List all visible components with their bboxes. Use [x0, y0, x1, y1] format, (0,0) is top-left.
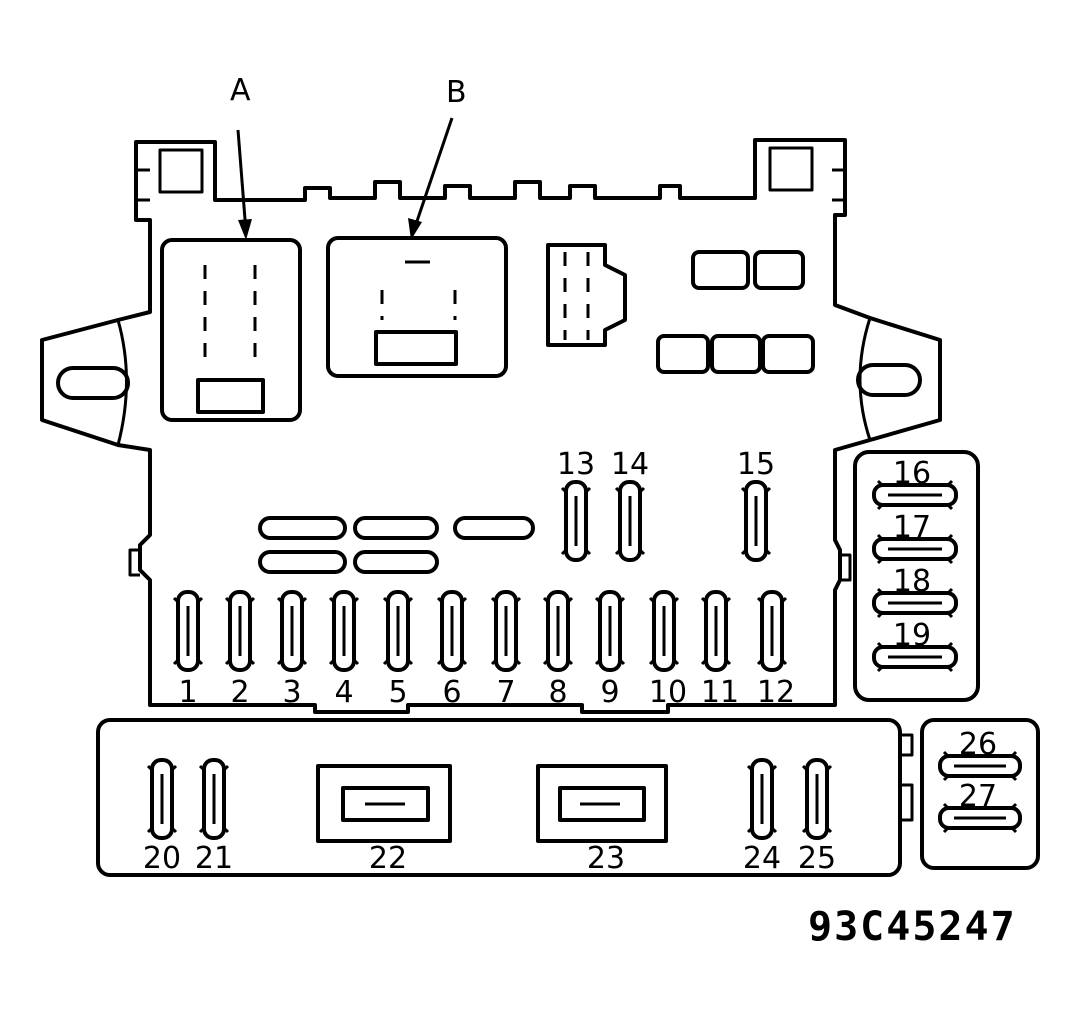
fuse-24: [746, 758, 778, 840]
figure-code: 93C45247: [808, 904, 1017, 950]
fuse-label-15: 15: [737, 447, 775, 482]
fuse-label-18: 18: [893, 564, 931, 599]
maxi-fuse-23: [536, 764, 668, 843]
fuse-label-5: 5: [388, 675, 407, 710]
fuse-label-24: 24: [743, 841, 781, 876]
fuse-label-16: 16: [893, 456, 931, 491]
fuse-20: [146, 758, 178, 840]
small-relay-sockets: [656, 250, 815, 374]
fuse-label-4: 4: [334, 675, 353, 710]
fuse-label-25: 25: [798, 841, 836, 876]
fuse-label-6: 6: [442, 675, 461, 710]
fuse-label-14: 14: [611, 447, 649, 482]
fuse-label-13: 13: [557, 447, 595, 482]
fuse-6: [436, 590, 468, 672]
callout-arrow-b: [408, 117, 454, 240]
fuse-16: [872, 479, 958, 511]
fuse-18: [872, 587, 958, 619]
fuse-21: [198, 758, 230, 840]
fuse-3: [276, 590, 308, 672]
fuse-7: [490, 590, 522, 672]
relay-a: [160, 238, 302, 422]
callout-label-a: A: [230, 73, 251, 108]
fuse-label-7: 7: [496, 675, 515, 710]
fuse-label-10: 10: [649, 675, 687, 710]
fuse-label-19: 19: [893, 618, 931, 653]
callout-arrow-a: [236, 129, 252, 240]
fuse-26: [938, 750, 1022, 782]
fuse-5: [382, 590, 414, 672]
connector-block: [546, 243, 627, 347]
fuse-label-8: 8: [548, 675, 567, 710]
relay-b: [326, 236, 508, 378]
fuse-19: [872, 641, 958, 673]
fuses: [146, 479, 1022, 840]
fuse-label-11: 11: [701, 675, 739, 710]
fuse-label-1: 1: [178, 675, 197, 710]
callout-label-b: B: [446, 75, 467, 110]
fuse-10: [648, 590, 680, 672]
small-fuse-block: [920, 718, 1040, 870]
fuse-17: [872, 533, 958, 565]
spare-slots: [258, 516, 535, 574]
fuse-label-22: 22: [369, 841, 407, 876]
fuse-label-9: 9: [600, 675, 619, 710]
side-fuse-panel: [853, 450, 980, 702]
lower-fuse-block: [96, 718, 914, 877]
fuse-4: [328, 590, 360, 672]
fuse-9: [594, 590, 626, 672]
fuse-8: [542, 590, 574, 672]
fuse-label-23: 23: [587, 841, 625, 876]
fuse-15: [740, 480, 772, 562]
fuse-13: [560, 480, 592, 562]
fuse-label-21: 21: [195, 841, 233, 876]
main-fuse-box-housing: [40, 138, 942, 714]
fuse-label-20: 20: [143, 841, 181, 876]
fuse-label-3: 3: [282, 675, 301, 710]
maxi-fuse-22: [316, 764, 452, 843]
fuse-label-26: 26: [959, 727, 997, 762]
fuse-27: [938, 802, 1022, 834]
fuse-label-2: 2: [230, 675, 249, 710]
fuse-2: [224, 590, 256, 672]
fuse-label-12: 12: [757, 675, 795, 710]
fuse-12: [756, 590, 788, 672]
fuse-label-27: 27: [959, 779, 997, 814]
fuse-14: [614, 480, 646, 562]
fuse-11: [700, 590, 732, 672]
fuse-label-17: 17: [893, 510, 931, 545]
fuse-1: [172, 590, 204, 672]
fuse-25: [801, 758, 833, 840]
